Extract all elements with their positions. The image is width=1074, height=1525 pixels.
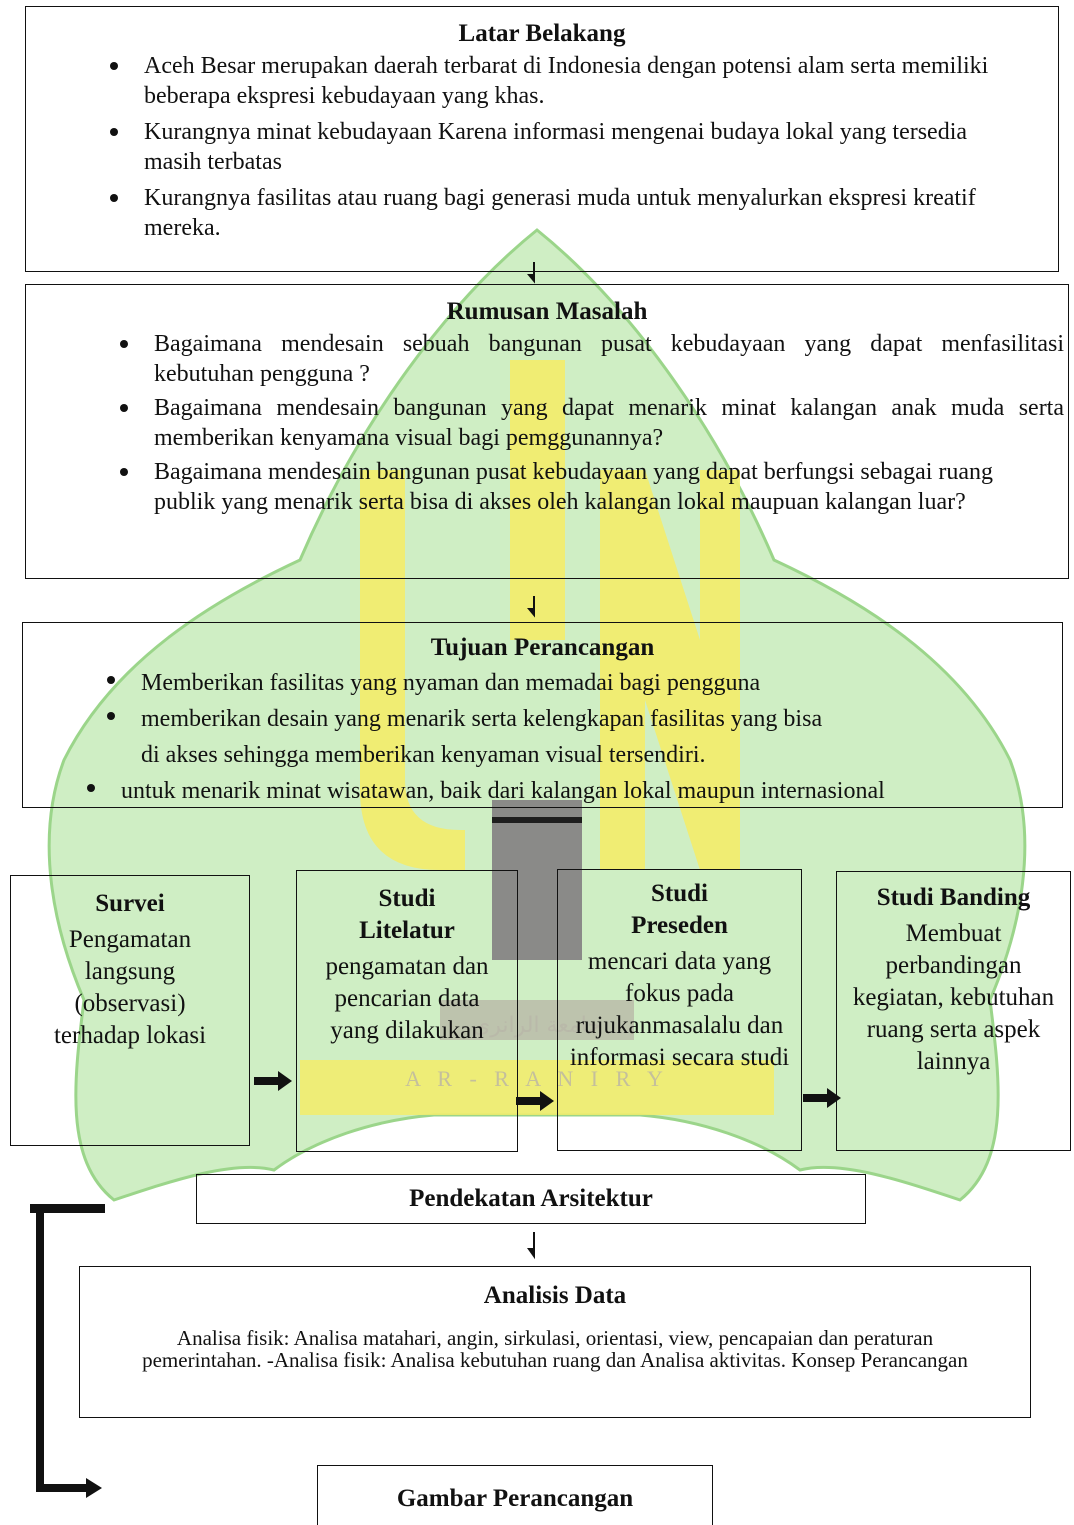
watermark-building [440,1000,634,1040]
watermark-letter-u [360,470,465,870]
study-box-litelatur: Studi Litelatur pengamatan dan pencarian… [296,870,518,1152]
gambar-perancangan-title: Gambar Perancangan [396,1485,634,1512]
latar-belakang-item: Kurangnya minat kebudayaan Karena inform… [110,117,1018,177]
pendekatan-arsitektur-box: Pendekatan Arsitektur [196,1174,866,1224]
watermark-kaaba [492,800,582,960]
latar-belakang-box: Latar Belakang Aceh Besar merupakan daer… [25,6,1059,272]
tujuan-perancangan-box: Tujuan Perancangan Memberikan fasilitas … [22,622,1063,808]
tujuan-perancangan-title: Tujuan Perancangan [430,634,655,661]
study-text: Pengamatan langsung (observasi) terhadap… [53,926,207,1049]
watermark-letter-n [600,470,740,870]
rumusan-masalah-item: Bagaimana mendesain bangunan pusat kebud… [120,457,1004,517]
study-box-survei: Survei Pengamatan langsung (observasi) t… [10,875,250,1146]
pendekatan-arsitektur-title: Pendekatan Arsitektur [409,1185,653,1212]
arrow-right-1 [254,1071,292,1091]
gambar-perancangan-box: Gambar Perancangan [317,1465,713,1525]
rumusan-masalah-title: Rumusan Masalah [446,298,648,325]
analisis-data-title: Analisis Data [483,1282,627,1309]
latar-belakang-title: Latar Belakang [458,20,626,47]
rumusan-masalah-item: Bagaimana mendesain bangunan yang dapat … [120,395,1064,451]
study-text: Membuat perbandingan kegiatan, kebutuhan… [852,920,1055,1075]
study-title: Survei [95,890,165,917]
arrow-right-2 [516,1091,554,1111]
study-box-banding: Studi Banding Membuat perbandingan kegia… [836,871,1071,1151]
study-title: Studi Banding [876,884,1031,911]
latar-belakang-item: Kurangnya fasilitas atau ruang bagi gene… [110,183,1018,243]
watermark-letter-i [510,360,565,640]
study-text: pengamatan dan pencarian data yang dilak… [325,953,489,1044]
rumusan-masalah-item: Bagaimana mendesain sebuah bangunan pusa… [120,331,1064,387]
watermark-yellow-base [300,1060,774,1115]
arrow-down-3 [527,1232,535,1260]
tujuan-item-continued: di akses sehingga memberikan kenyaman vi… [141,742,706,768]
watermark-latin-text: A R - R A N I R Y [405,1066,669,1091]
tujuan-item: memberikan desain yang menarik serta kel… [107,701,1062,737]
study-title: Studi Preseden [631,880,728,939]
arrow-down-1 [527,262,535,284]
tujuan-item: Memberikan fasilitas yang nyaman dan mem… [107,665,1062,701]
arrow-right-3 [803,1088,841,1108]
study-text: mencari data yang fokus pada rujukanmasa… [569,948,790,1071]
watermark-arabic-text: جامعة الرانري [473,1013,601,1038]
analisis-data-box: Analisis Data Analisa fisik: Analisa mat… [79,1266,1031,1418]
study-box-preseden: Studi Preseden mencari data yang fokus p… [557,869,802,1151]
study-title: Studi Litelatur [359,885,455,944]
side-connector-arrow [30,1204,105,1498]
analisis-data-text: Analisa fisik: Analisa matahari, angin, … [142,1326,968,1372]
tujuan-perancangan-list: Memberikan fasilitas yang nyaman dan mem… [87,665,1062,809]
watermark-green-shape [47,228,1027,1202]
latar-belakang-list: Aceh Besar merupakan daerah terbarat di … [110,51,1018,243]
arrow-down-2 [527,596,535,618]
tujuan-item: untuk menarik minat wisatawan, baik dari… [87,773,1062,809]
rumusan-masalah-box: Rumusan Masalah Bagaimana mendesain sebu… [25,284,1069,579]
latar-belakang-item: Aceh Besar merupakan daerah terbarat di … [110,51,1018,111]
rumusan-masalah-list: Bagaimana mendesain sebuah bangunan pusa… [120,329,1064,517]
